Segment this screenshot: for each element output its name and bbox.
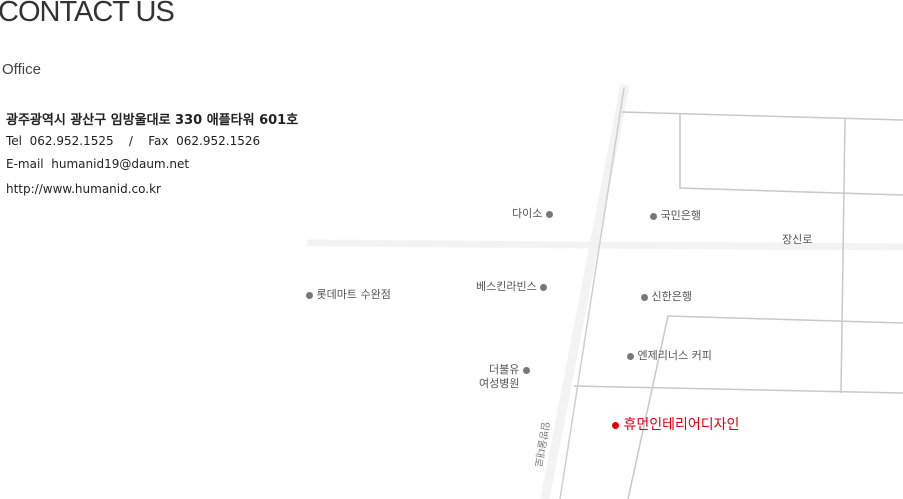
road-wide [540, 84, 630, 499]
place-kb: 국민은행 [650, 207, 701, 223]
road [840, 118, 846, 394]
road [627, 315, 903, 499]
address: 광주광역시 광산구 임방울대로 330 애플타워 601호 [6, 113, 299, 128]
place-company: 휴먼인테리어디자인 [612, 414, 739, 434]
email-label: E-mail [6, 157, 44, 171]
tel-label: Tel [6, 134, 23, 148]
place-baskin: 베스킨라빈스 [476, 278, 548, 294]
road [559, 87, 625, 499]
road-label: 장신로 [782, 233, 813, 246]
email-link[interactable]: humanid19@daum.net [51, 157, 190, 171]
road [621, 111, 903, 121]
fax-value: 062.952.1526 [176, 134, 261, 148]
road [573, 385, 903, 394]
fax-label: Fax [148, 134, 169, 148]
place-hospital-2: 여성병원 [479, 377, 520, 390]
road-wide [306, 239, 903, 251]
place-shinhan: 신한은행 [641, 288, 692, 304]
road [679, 113, 903, 196]
place-lotte: 롯데마트 수완점 [306, 286, 391, 302]
separator: / [128, 134, 133, 148]
tel-value: 062.952.1525 [29, 134, 114, 148]
place-hospital: 더불유 [489, 361, 530, 377]
phone-fax: Tel 062.952.1525 / Fax 062.952.1526 [6, 134, 260, 148]
section-title: Office [2, 61, 41, 78]
website-link[interactable]: http://www.humanid.co.kr [6, 182, 161, 196]
email: E-mail humanid19@daum.net [6, 157, 189, 171]
place-daiso: 다이소 [512, 205, 553, 221]
page-title: CONTACT US [0, 0, 175, 28]
place-angelinus: 엔제리너스 커피 [627, 347, 712, 363]
